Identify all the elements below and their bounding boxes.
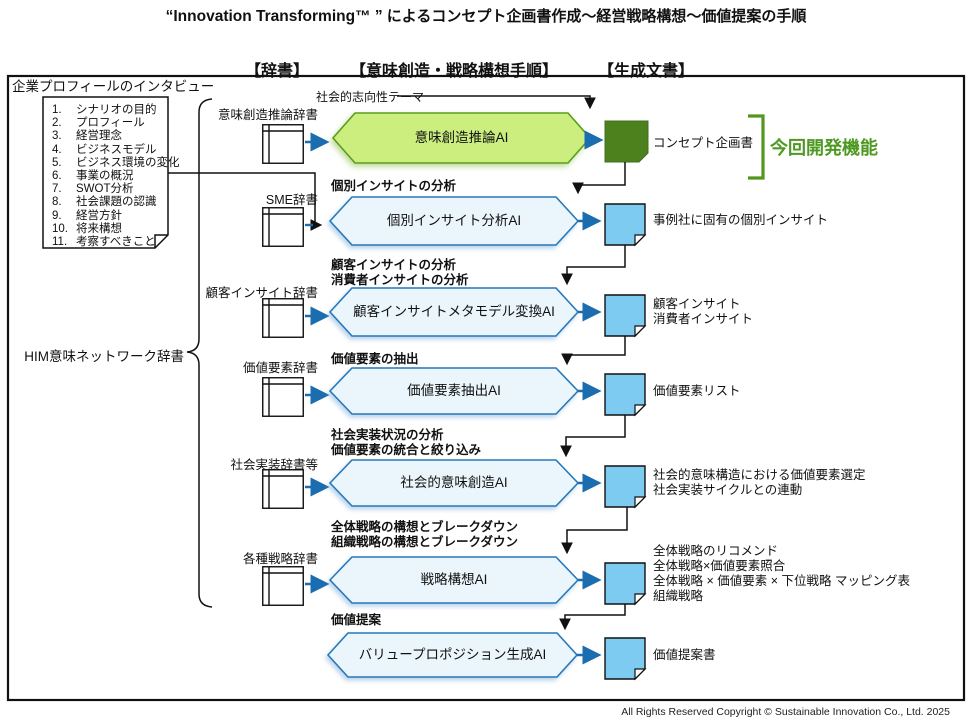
theme-label: 社会的志向性テーマ xyxy=(316,90,425,104)
row-3-hexagon-label: 顧客インサイトメタモデル変換AI xyxy=(353,304,555,319)
feedback-connector-4 xyxy=(560,415,626,458)
column-header-documents: 【生成文書】 xyxy=(598,63,695,80)
feedback-connector-3 xyxy=(561,336,626,366)
interview-document-icon xyxy=(42,96,169,249)
interview-item: 4.ビジネスモデル xyxy=(52,143,157,156)
row-1-hexagon-label: 意味創造推論AI xyxy=(414,130,509,145)
column-header-process: 【意味創造・戦略構想手順】 xyxy=(350,63,559,80)
interview-item: 9.経営方針 xyxy=(52,209,122,222)
interview-item: 8.社会課題の認識 xyxy=(52,196,157,209)
interview-item: 7.SWOT分析 xyxy=(52,183,134,196)
row-5-dictionary-book-icon xyxy=(262,469,304,509)
row-1-dictionary-label: 意味創造推論辞書 xyxy=(217,108,318,122)
row-6-step-label: 全体戦略の構想とブレークダウン組織戦略の構想とブレークダウン xyxy=(331,520,519,549)
interview-item: 6.事業の概況 xyxy=(52,170,134,183)
row-5-output-doc-icon xyxy=(604,465,647,509)
development-scope-bracket xyxy=(748,114,765,180)
feedback-connector-2 xyxy=(561,245,626,286)
row-1-output-label: コンセプト企画書 xyxy=(653,136,754,150)
interview-item: 2.プロフィール xyxy=(52,117,145,130)
row-6-output-label: 全体戦略のリコメンド全体戦略×価値要素照合全体戦略 × 価値要素 × 下位戦略 … xyxy=(653,544,910,603)
row-4-hexagon-label: 価値要素抽出AI xyxy=(407,383,501,398)
him-dictionary-label: HIM意味ネットワーク辞書 xyxy=(24,349,184,364)
feedback-connector-1 xyxy=(572,162,626,195)
row-7-output-label: 価値提案書 xyxy=(653,648,716,662)
row-3-dictionary-book-icon xyxy=(262,298,304,338)
feedback-connector-6 xyxy=(559,604,626,631)
interview-feed-connector xyxy=(168,172,323,231)
feedback-connector-5 xyxy=(561,507,628,555)
him-dictionary-brace xyxy=(186,98,213,608)
theme-connector xyxy=(397,95,596,110)
title-jp: によるコンセプト企画書作成～経営戦略構想～価値提案の手順 xyxy=(382,8,807,25)
row-2-dictionary-label: SME辞書 xyxy=(265,193,318,207)
interview-item: 5.ビジネス環境の変化 xyxy=(52,156,180,169)
row-1-output-doc-icon xyxy=(604,120,649,163)
row-6-dictionary-book-icon xyxy=(262,566,304,606)
interview-item: 11.考察すべきこと xyxy=(52,236,156,249)
row-4-dictionary-book-icon xyxy=(262,377,304,417)
title-en: “Innovation Transforming™ ” xyxy=(165,8,383,25)
row-5-hexagon-label: 社会的意味創造AI xyxy=(400,475,508,490)
row-7-output-doc-icon xyxy=(604,637,647,681)
row-4-step-label: 価値要素の抽出 xyxy=(331,352,419,366)
development-scope-label: 今回開発機能 xyxy=(770,138,878,158)
column-header-dictionary: 【辞書】 xyxy=(245,63,310,80)
interview-list: 1.シナリオの目的 2.プロフィール 3.経営理念 4.ビジネスモデル 5.ビジ… xyxy=(52,104,180,249)
row-3-output-label: 顧客インサイト消費者インサイト xyxy=(653,297,754,326)
row-7-step-label: 価値提案 xyxy=(331,613,382,627)
interview-title: 企業プロフィールのインタビュー xyxy=(12,79,215,94)
row-7-hexagon-label: バリュープロポジション生成AI xyxy=(358,647,547,662)
interview-item: 1.シナリオの目的 xyxy=(52,104,157,116)
diagram-frame xyxy=(6,74,966,702)
page-title: “Innovation Transforming™ ” によるコンセプト企画書作… xyxy=(0,5,972,26)
row-3-output-doc-icon xyxy=(604,294,647,338)
row-6-hexagon-label: 戦略構想AI xyxy=(420,572,488,587)
row-2-hexagon-label: 個別インサイト分析AI xyxy=(386,213,522,228)
row-4-dictionary-label: 価値要素辞書 xyxy=(242,361,318,375)
row-5-dictionary-label: 社会実装辞書等 xyxy=(230,458,318,472)
row-2-output-doc-icon xyxy=(604,203,647,247)
row-6-output-doc-icon xyxy=(604,562,647,606)
row-2-dictionary-book-icon xyxy=(262,207,304,247)
row-2-step-label: 個別インサイトの分析 xyxy=(331,179,457,193)
row-5-step-label: 社会実装状況の分析価値要素の統合と絞り込み xyxy=(331,428,482,457)
copyright: All Rights Reserved Copyright © Sustaina… xyxy=(621,706,950,718)
interview-item: 3.経営理念 xyxy=(52,130,122,143)
row-3-dictionary-label: 顧客インサイト辞書 xyxy=(205,286,318,300)
row-4-output-label: 価値要素リスト xyxy=(653,384,741,398)
row-1-dictionary-book-icon xyxy=(262,124,304,164)
row-5-output-label: 社会的意味構造における価値要素選定社会実装サイクルとの連動 xyxy=(653,468,866,497)
interview-item: 10.将来構想 xyxy=(52,222,122,235)
row-4-output-doc-icon xyxy=(604,373,647,417)
row-3-step-label: 顧客インサイトの分析消費者インサイトの分析 xyxy=(331,258,469,287)
row-2-output-label: 事例社に固有の個別インサイト xyxy=(653,213,829,227)
row-6-dictionary-label: 各種戦略辞書 xyxy=(242,552,318,566)
